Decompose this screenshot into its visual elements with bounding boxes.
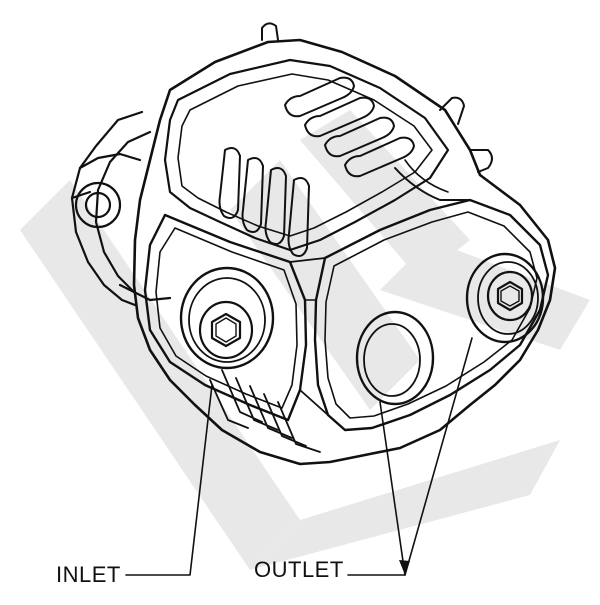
bottom-fins — [209, 369, 321, 453]
inlet-leader-line — [125, 384, 213, 576]
mounting-flange — [70, 110, 172, 307]
front-cooling-slots — [218, 147, 310, 257]
hex-socket-bolt-icon — [198, 300, 254, 360]
inlet-label: INLET — [56, 562, 121, 587]
outlet-port-b — [465, 252, 545, 344]
outlet-port-a — [355, 310, 435, 406]
top-cooling-slots — [284, 76, 415, 178]
hex-socket-bolt-icon — [486, 270, 534, 322]
inlet-port — [179, 266, 275, 370]
outlet-label: OUTLET — [254, 557, 344, 582]
pump-housing — [132, 22, 557, 466]
outlet-leader-lines — [347, 337, 473, 576]
lk-watermark-logo — [20, 110, 590, 570]
